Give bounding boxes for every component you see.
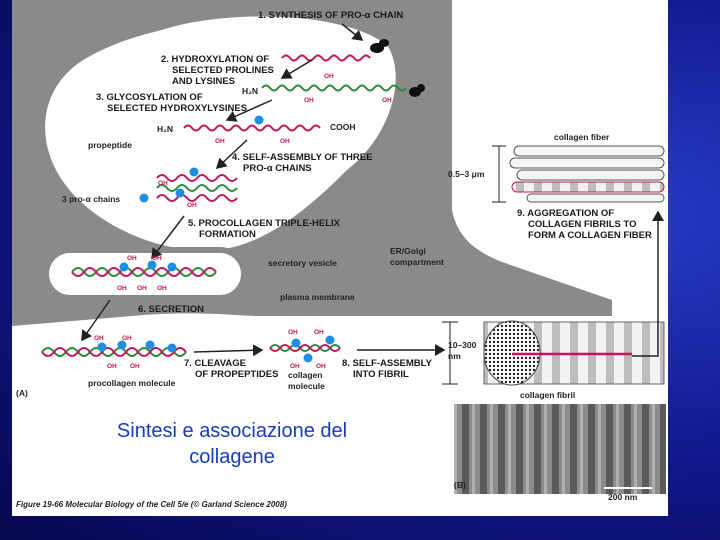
step-3-label: SELECTED HYDROXYLYSINES [107,103,247,114]
sugar-icon [117,340,127,350]
oh-label: OH [158,180,168,187]
figure-citation: Figure 19-66 Molecular Biology of the Ce… [16,500,287,509]
step-9-label: 9. AGGREGATION OF [517,208,614,219]
er-golgi-label: compartment [390,257,444,267]
oh-label: OH [290,363,300,370]
step-5-label: 5. PROCOLLAGEN TRIPLE-HELIX [188,218,341,229]
cooh-label: COOH [330,122,356,132]
secretory-vesicle-label: secretory vesicle [268,258,337,268]
secreted-procollagen [41,340,187,357]
pro-alpha-chain [281,54,371,62]
collagen-fibril [483,320,665,386]
step-1-label: 1. SYNTHESIS OF PRO-α CHAIN [258,10,403,21]
collagen-molecule-label: molecule [288,381,325,391]
sugar-icon [189,167,199,177]
collagen-fiber-label: collagen fiber [554,132,610,142]
step-8-label: 8. SELF-ASSEMBLY [342,358,433,369]
step-9-label: FORM A COLLAGEN FIBER [528,230,652,241]
collagen-molecule-label: collagen [288,370,322,380]
oh-label: OH [288,329,298,336]
plasma-membrane-label: plasma membrane [280,292,355,302]
step-3-label: 3. GLYCOSYLATION OF [96,92,203,103]
electron-micrograph [454,404,666,494]
three-chains-label: 3 pro-α chains [62,194,120,204]
fibril-width-label: 10–300 [448,340,477,350]
oh-label: OH [107,363,117,370]
fiber-width-bracket [492,145,506,203]
oh-label: OH [152,255,162,262]
sugar-icon [97,342,107,352]
sugar-icon [254,115,264,125]
sugar-icon [167,262,177,272]
oh-label: OH [314,329,324,336]
oh-label: OH [137,285,147,292]
ribosome-icon [370,39,389,53]
pro-alpha-chain [183,124,321,132]
step-5-label: FORMATION [199,229,256,240]
step-7-label: 7. CLEAVAGE [184,358,246,369]
oh-label: OH [127,255,137,262]
oh-label: OH [280,138,290,145]
step-9-label: COLLAGEN FIBRILS TO [528,219,637,230]
sugar-icon [147,260,157,270]
oh-label: OH [382,97,392,104]
slide-panel: 1. SYNTHESIS OF PRO-α CHAIN 2. HYDROXYLA… [12,0,668,516]
step-8-label: INTO FIBRIL [353,369,409,380]
slide-caption: Sintesi e associazione del collagene [72,418,392,470]
collagen-fibril-label: collagen fibril [520,390,575,400]
oh-label: OH [187,202,197,209]
er-golgi-label: ER/Golgi [390,246,426,256]
collagen-fiber [509,145,665,203]
step-2-label: AND LYSINES [172,76,235,87]
step-6-label: 6. SECRETION [138,304,204,315]
collagen-molecule [269,335,341,363]
oh-label: OH [316,363,326,370]
step-4-label: PRO-α CHAINS [243,163,312,174]
caption-line: Sintesi e associazione del [116,420,348,442]
pro-alpha-chain [261,84,407,92]
step-2-label: SELECTED PROLINES [172,65,274,76]
procollagen-molecule-label: procollagen molecule [88,378,176,388]
oh-label: OH [324,73,334,80]
sugar-icon [303,353,313,363]
fibril-width-bracket [442,321,458,385]
fiber-width-label: 0.5–3 μm [448,169,485,179]
caption-line: collagene [189,446,275,468]
oh-label: OH [130,363,140,370]
h2n-label: H₂N [242,86,258,96]
step-4-label: 4. SELF-ASSEMBLY OF THREE [232,152,372,163]
oh-label: OH [215,138,225,145]
sugar-icon [119,262,129,272]
oh-label: OH [94,335,104,342]
er-lumen [45,16,396,251]
oh-label: OH [122,335,132,342]
propeptide-label: propeptide [88,140,132,150]
procollagen-triple-helix [71,260,217,277]
panel-a-label: (A) [16,388,28,398]
collagen-synthesis-diagram: 1. SYNTHESIS OF PRO-α CHAIN 2. HYDROXYLA… [12,0,666,502]
sugar-icon [139,193,149,203]
three-chain-assembly [139,167,238,203]
sugar-icon [291,338,301,348]
sugar-icon [167,343,177,353]
sugar-icon [145,340,155,350]
step-2-label: 2. HYDROXYLATION OF [161,54,269,65]
process-arrows [81,23,664,357]
h2n-label: H₂N [157,124,173,134]
oh-label: OH [157,285,167,292]
fibril-width-label: nm [448,351,461,361]
scale-bar-label: 200 nm [608,492,638,502]
step-7-label: OF PROPEPTIDES [195,369,278,380]
oh-label: OH [117,285,127,292]
sugar-icon [325,335,335,345]
panel-b-label: (B) [454,480,466,490]
sugar-icon [175,188,185,198]
oh-label: OH [304,97,314,104]
ribosome-icon [409,84,425,97]
